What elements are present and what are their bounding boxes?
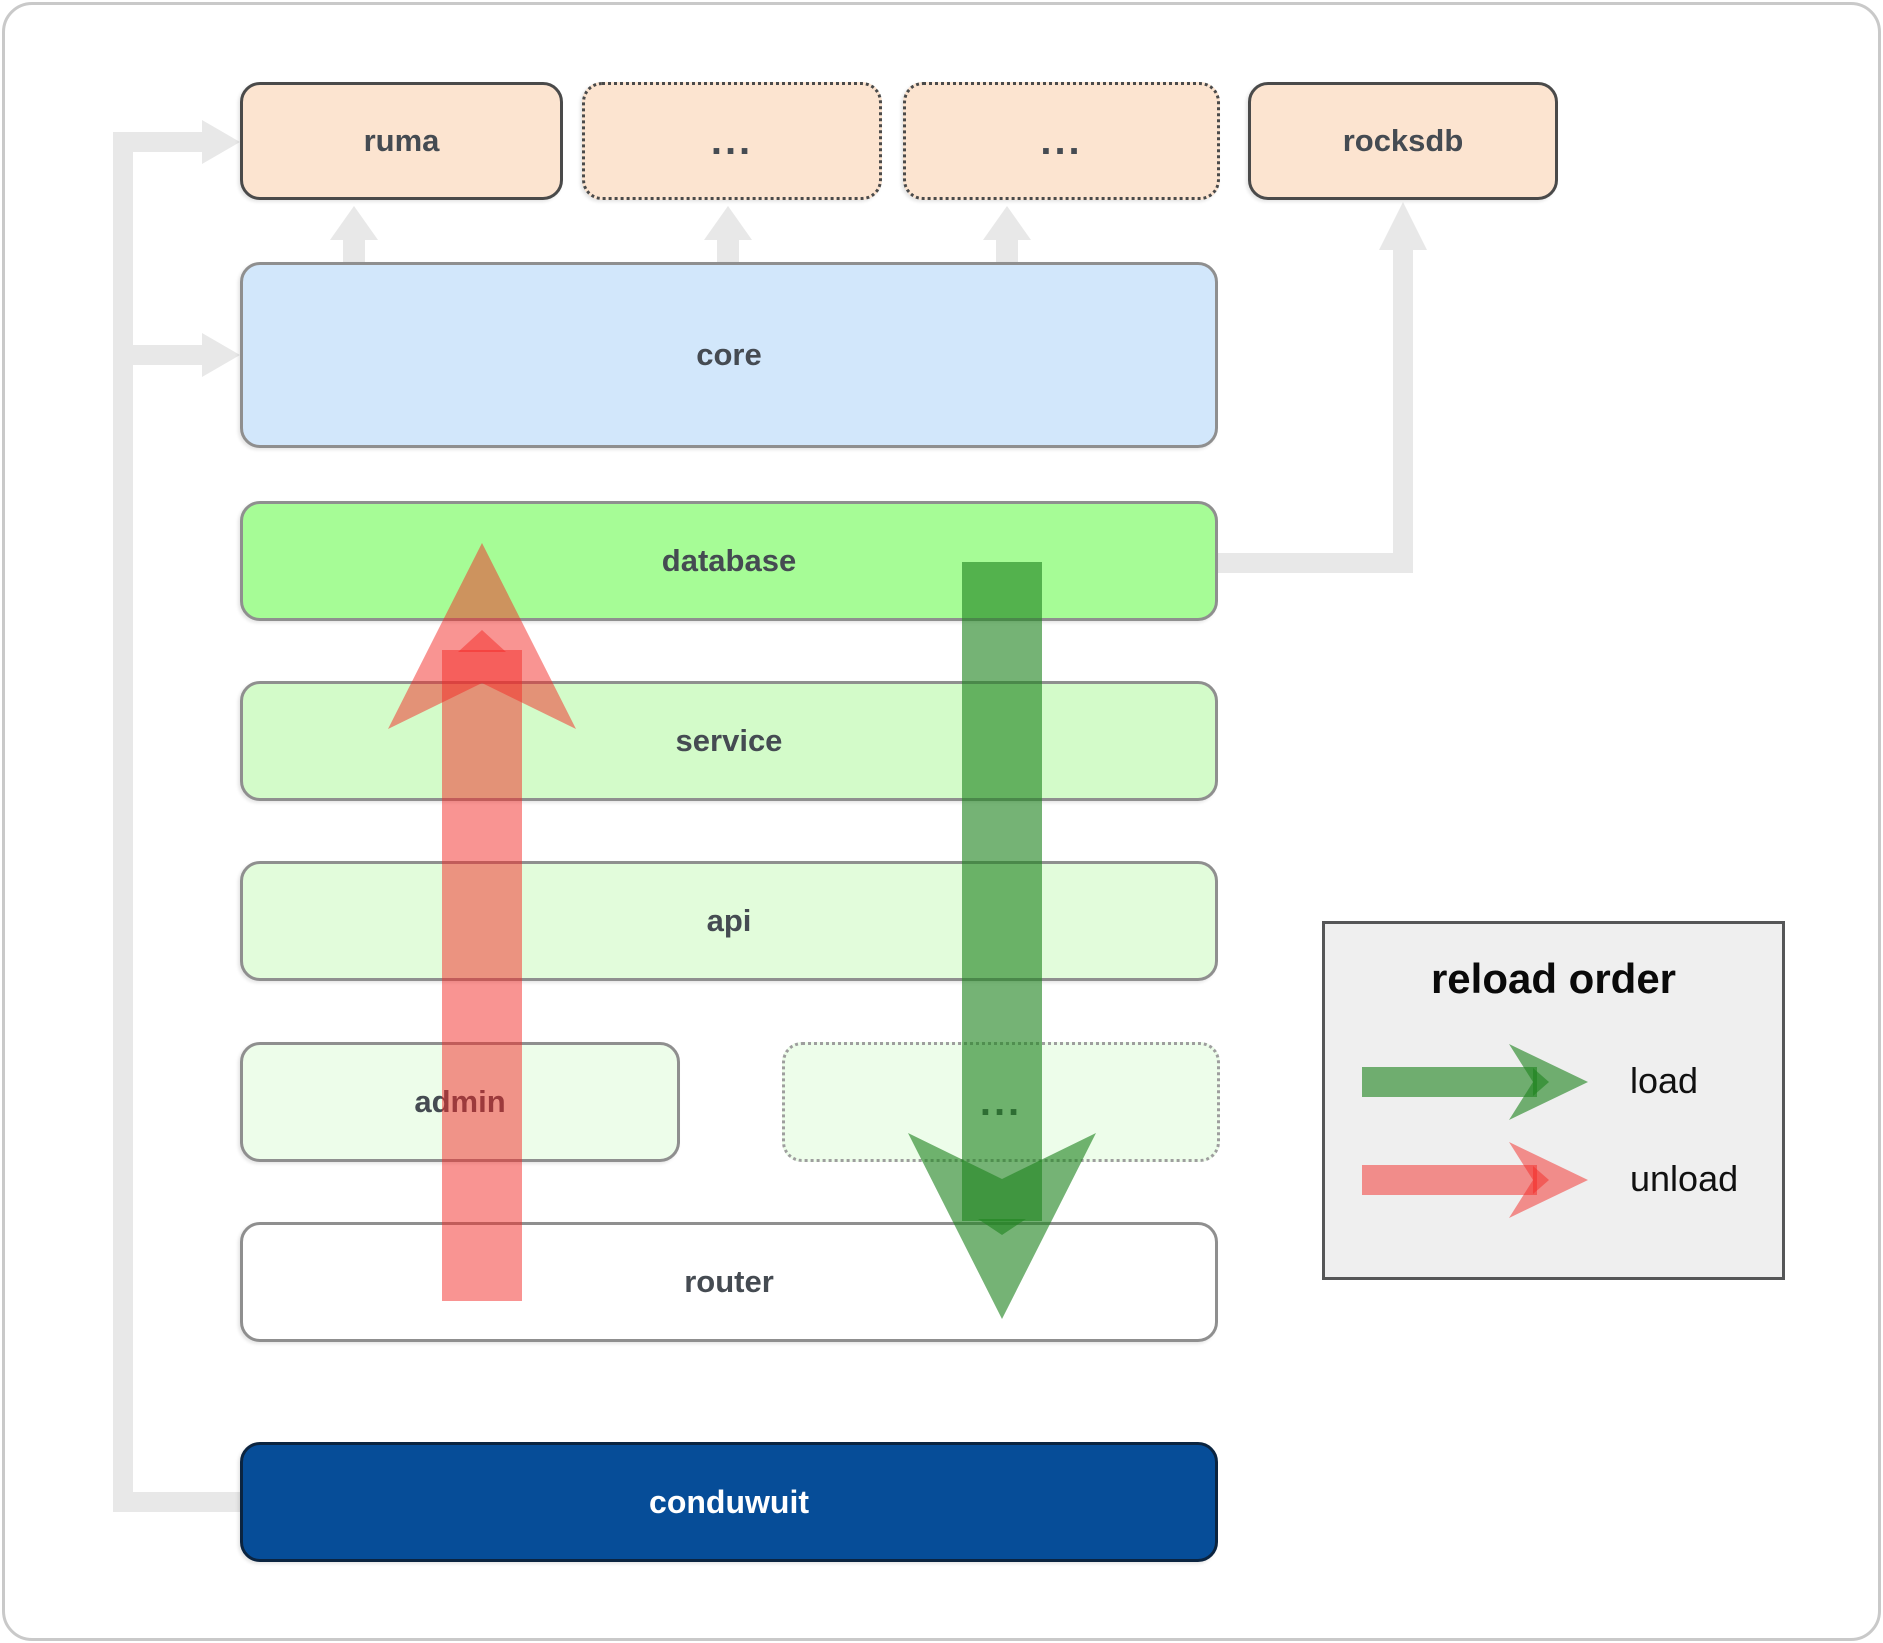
box-conduwuit-label: conduwuit xyxy=(649,1483,809,1520)
box-rocksdb: rocksdb xyxy=(1248,82,1558,200)
box-dependency-a-label: ... xyxy=(710,119,754,163)
unload-arrow-tip xyxy=(458,630,506,652)
box-router: router xyxy=(240,1222,1218,1342)
conduwuit-loop-connector xyxy=(113,120,242,1512)
core-to-dep-b-arrowhead xyxy=(983,206,1031,240)
box-rocksdb-label: rocksdb xyxy=(1342,123,1464,158)
core-to-dep-b-shaft xyxy=(996,236,1018,262)
database-to-rocksdb-connector xyxy=(1218,202,1427,573)
loop-bottom-line xyxy=(113,1492,242,1512)
box-admin-label: admin xyxy=(414,1084,506,1119)
box-database: database xyxy=(240,501,1218,621)
box-service: service xyxy=(240,681,1218,801)
box-core: core xyxy=(240,262,1218,448)
legend-title: reload order xyxy=(1430,955,1677,1002)
box-service-label: service xyxy=(675,723,783,758)
box-router-label: router xyxy=(684,1264,774,1299)
arrowhead-into-rocksdb xyxy=(1379,202,1427,250)
box-admin: admin xyxy=(240,1042,680,1162)
box-api: api xyxy=(240,861,1218,981)
loop-branch-to-core xyxy=(133,345,205,365)
box-more-services-label: ... xyxy=(979,1080,1023,1124)
core-to-ruma-shaft xyxy=(343,236,365,262)
db-rocksdb-horizontal xyxy=(1218,553,1413,573)
box-dependency-a: ... xyxy=(582,82,882,200)
loop-branch-to-ruma xyxy=(133,132,205,152)
arrowhead-into-ruma xyxy=(202,120,240,164)
core-to-dep-a-shaft xyxy=(717,236,739,262)
db-rocksdb-vertical xyxy=(1393,246,1413,573)
loop-vertical-line xyxy=(113,132,133,1512)
legend-load-label: load xyxy=(1630,1060,1699,1101)
box-conduwuit: conduwuit xyxy=(240,1442,1218,1562)
box-core-label: core xyxy=(696,337,762,372)
box-ruma-label: ruma xyxy=(363,123,440,158)
arrowhead-into-core xyxy=(202,333,240,377)
core-to-ruma-arrowhead xyxy=(330,206,378,240)
core-to-deps-arrows xyxy=(330,206,1031,262)
box-api-label: api xyxy=(706,903,752,938)
core-to-dep-a-arrowhead xyxy=(704,206,752,240)
box-database-label: database xyxy=(661,543,797,578)
legend-unload-label: unload xyxy=(1630,1158,1739,1199)
box-more-services: ... xyxy=(782,1042,1220,1162)
box-dependency-b: ... xyxy=(903,82,1220,200)
box-ruma: ruma xyxy=(240,82,563,200)
box-dependency-b-label: ... xyxy=(1040,119,1083,163)
